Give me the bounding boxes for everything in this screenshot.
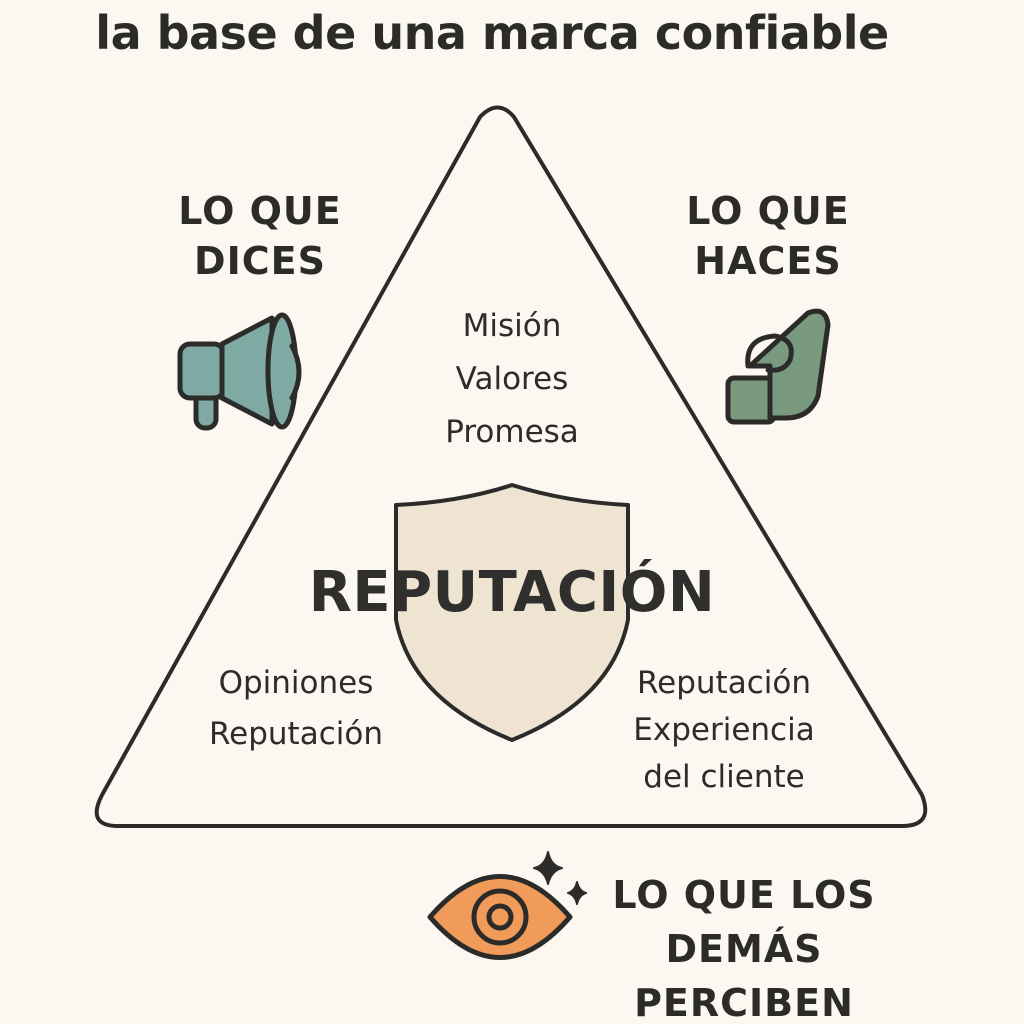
sparkle-icon (533, 851, 563, 885)
right-items-list: Reputación Experiencia del cliente (604, 660, 844, 801)
heading-line: LO QUE (686, 189, 850, 233)
top-items-list: Misión Valores Promesa (392, 300, 632, 459)
heading-line: PERCIBEN (634, 981, 854, 1024)
shield-icon (394, 483, 630, 742)
what-others-perceive-heading: LO QUE LOS DEMÁS PERCIBEN (606, 868, 882, 1024)
list-item: Reputación (637, 665, 811, 701)
list-item: Experiencia (633, 712, 815, 748)
eye-icon (427, 874, 573, 960)
center-label: REPUTACIÓN (308, 560, 716, 625)
list-item: del cliente (643, 759, 805, 795)
megaphone-icon (177, 312, 302, 431)
hand-icon (725, 308, 831, 425)
list-item: Reputación (209, 716, 383, 752)
triangle-outline (94, 105, 928, 828)
list-item: Opiniones (218, 665, 374, 701)
what-you-say-heading: LO QUE DICES (140, 186, 380, 286)
list-item: Valores (455, 361, 569, 397)
heading-line: LO QUE (178, 189, 342, 233)
list-item: Misión (462, 308, 562, 344)
heading-line: DEMÁS (665, 927, 823, 971)
list-item: Promesa (445, 414, 579, 450)
left-items-list: Opiniones Reputación (176, 658, 416, 760)
heading-line: LO QUE LOS (612, 873, 876, 917)
sparkle-small-icon (567, 881, 587, 905)
heading-line: HACES (694, 239, 842, 283)
what-you-do-heading: LO QUE HACES (648, 186, 888, 286)
page-title: la base de una marca confiable (95, 6, 889, 60)
heading-line: DICES (194, 239, 326, 283)
